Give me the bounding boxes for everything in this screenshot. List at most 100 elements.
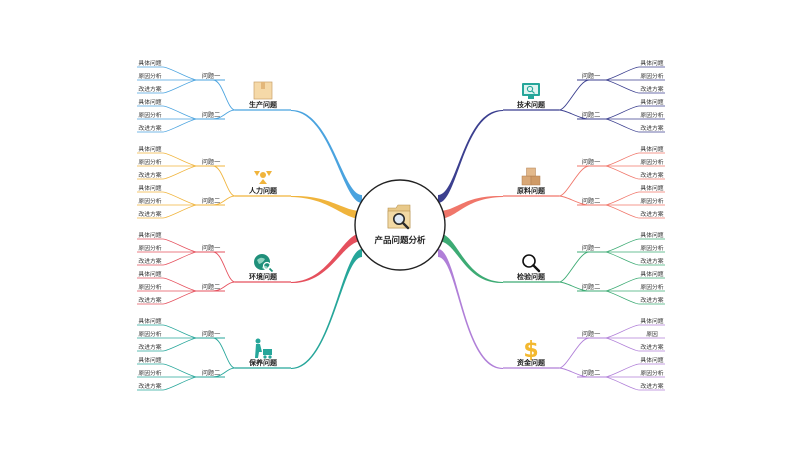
- leaf-node-production-1-1[interactable]: 具体问题: [138, 59, 161, 67]
- leaf-label: 原因分析: [640, 369, 663, 377]
- leaf-node-inspection-1-2[interactable]: 原因分析: [640, 244, 663, 252]
- sub-node-inspection-1[interactable]: 问题一: [582, 244, 601, 252]
- leaf-node-funding-1-1[interactable]: 具体问题: [640, 317, 663, 325]
- leaf-node-funding-2-2[interactable]: 原因分析: [640, 369, 663, 377]
- sub-label: 问题二: [582, 197, 601, 205]
- leaf-node-maintenance-2-3[interactable]: 改进方案: [138, 382, 161, 390]
- branch-node-material[interactable]: 原料问题: [517, 167, 546, 195]
- leaf-label: 改进方案: [640, 257, 663, 265]
- branch-node-inspection[interactable]: 检验问题: [517, 254, 546, 281]
- sub-node-material-1[interactable]: 问题一: [582, 158, 601, 166]
- leaf-node-maintenance-1-2[interactable]: 原因分析: [138, 330, 161, 338]
- sub-label: 问题一: [202, 158, 221, 166]
- sub-node-maintenance-1[interactable]: 问题一: [202, 330, 221, 338]
- leaf-node-technology-1-1[interactable]: 具体问题: [640, 59, 663, 67]
- leaf-label: 具体问题: [640, 145, 663, 153]
- sub-node-inspection-2[interactable]: 问题二: [582, 283, 601, 291]
- leaf-label: 具体问题: [640, 317, 663, 325]
- leaf-label: 原因分析: [138, 197, 161, 205]
- sub-node-material-2[interactable]: 问题二: [582, 197, 601, 205]
- sub-label: 问题二: [202, 111, 221, 119]
- sub-node-funding-2[interactable]: 问题二: [582, 369, 601, 377]
- leaf-node-maintenance-2-2[interactable]: 原因分析: [138, 369, 161, 377]
- leaf-node-production-2-3[interactable]: 改进方案: [138, 124, 161, 132]
- leaf-node-inspection-2-3[interactable]: 改进方案: [640, 296, 663, 304]
- leaf-node-maintenance-1-1[interactable]: 具体问题: [138, 317, 161, 325]
- branch-node-technology[interactable]: 技术问题: [517, 83, 546, 109]
- leaf-label: 具体问题: [640, 98, 663, 106]
- leaf-node-maintenance-1-3[interactable]: 改进方案: [138, 343, 161, 351]
- leaf-node-maintenance-2-1[interactable]: 具体问题: [138, 356, 161, 364]
- leaf-node-technology-2-3[interactable]: 改进方案: [640, 124, 663, 132]
- leaf-label: 具体问题: [640, 270, 663, 278]
- branch-node-manpower[interactable]: 人力问题: [249, 171, 278, 195]
- leaf-node-environment-1-2[interactable]: 原因分析: [138, 244, 161, 252]
- center-title: 产品问题分析: [374, 235, 426, 246]
- sub-node-production-2[interactable]: 问题二: [202, 111, 221, 119]
- leaf-node-material-2-1[interactable]: 具体问题: [640, 184, 663, 192]
- sub-node-environment-1[interactable]: 问题一: [202, 244, 221, 252]
- leaf-node-production-1-3[interactable]: 改进方案: [138, 85, 161, 93]
- leaf-node-inspection-1-1[interactable]: 具体问题: [640, 231, 663, 239]
- leaf-node-technology-2-2[interactable]: 原因分析: [640, 111, 663, 119]
- sub-label: 问题二: [202, 283, 221, 291]
- leaf-node-inspection-2-1[interactable]: 具体问题: [640, 270, 663, 278]
- leaf-node-funding-2-3[interactable]: 改进方案: [640, 382, 663, 390]
- leaf-node-production-2-2[interactable]: 原因分析: [138, 111, 161, 119]
- leaf-node-technology-2-1[interactable]: 具体问题: [640, 98, 663, 106]
- leaf-node-funding-1-2[interactable]: 原因: [646, 331, 658, 338]
- leaf-label: 原因: [646, 331, 658, 338]
- leaf-node-environment-1-3[interactable]: 改进方案: [138, 257, 161, 265]
- leaf-label: 原因分析: [640, 197, 663, 205]
- branch-title: 检验问题: [517, 272, 546, 281]
- center-node[interactable]: 产品问题分析: [354, 179, 446, 271]
- sub-label: 问题二: [582, 111, 601, 119]
- connector-inspection: [438, 233, 503, 284]
- leaf-node-material-2-3[interactable]: 改进方案: [640, 210, 663, 218]
- sub-node-technology-1[interactable]: 问题一: [582, 72, 601, 80]
- sub-node-maintenance-2[interactable]: 问题二: [202, 369, 221, 377]
- leaf-node-manpower-2-3[interactable]: 改进方案: [138, 210, 161, 218]
- leaf-node-material-1-3[interactable]: 改进方案: [640, 171, 663, 179]
- leaf-node-manpower-1-1[interactable]: 具体问题: [138, 145, 161, 153]
- box-icon: [253, 81, 273, 100]
- sub-node-environment-2[interactable]: 问题二: [202, 283, 221, 291]
- branch-node-production[interactable]: 生产问题: [249, 81, 278, 109]
- leaf-node-material-1-1[interactable]: 具体问题: [640, 145, 663, 153]
- leaf-label: 原因分析: [138, 283, 161, 291]
- dollar-icon: $: [523, 338, 538, 363]
- branch-node-maintenance[interactable]: 保养问题: [248, 338, 278, 368]
- leaf-node-funding-1-3[interactable]: 改进方案: [640, 343, 663, 351]
- leaf-label: 改进方案: [138, 296, 161, 304]
- leaf-node-material-1-2[interactable]: 原因分析: [640, 158, 663, 166]
- branch-node-environment[interactable]: 环境问题: [249, 254, 278, 281]
- leaf-node-technology-1-2[interactable]: 原因分析: [640, 72, 663, 80]
- leaf-label: 具体问题: [640, 59, 663, 67]
- connector-maintenance: [291, 249, 362, 370]
- leaf-node-manpower-2-1[interactable]: 具体问题: [138, 184, 161, 192]
- leaf-label: 改进方案: [640, 296, 663, 304]
- leaf-node-production-1-2[interactable]: 原因分析: [138, 72, 161, 80]
- leaf-label: 改进方案: [138, 85, 161, 93]
- leaf-label: 具体问题: [640, 356, 663, 364]
- leaf-node-environment-2-2[interactable]: 原因分析: [138, 283, 161, 291]
- leaf-node-inspection-2-2[interactable]: 原因分析: [640, 283, 663, 291]
- leaf-node-technology-1-3[interactable]: 改进方案: [640, 85, 663, 93]
- branch-node-funding[interactable]: $资金问题: [517, 338, 546, 367]
- leaf-node-manpower-1-3[interactable]: 改进方案: [138, 171, 161, 179]
- boxes-icon: [521, 167, 541, 186]
- leaf-node-material-2-2[interactable]: 原因分析: [640, 197, 663, 205]
- leaf-node-manpower-2-2[interactable]: 原因分析: [138, 197, 161, 205]
- leaf-node-environment-2-1[interactable]: 具体问题: [138, 270, 161, 278]
- sub-node-production-1[interactable]: 问题一: [202, 72, 221, 80]
- leaf-node-environment-2-3[interactable]: 改进方案: [138, 296, 161, 304]
- leaf-node-environment-1-1[interactable]: 具体问题: [138, 231, 161, 239]
- leaf-node-production-2-1[interactable]: 具体问题: [138, 98, 161, 106]
- sub-node-manpower-1[interactable]: 问题一: [202, 158, 221, 166]
- leaf-node-manpower-1-2[interactable]: 原因分析: [138, 158, 161, 166]
- sub-node-funding-1[interactable]: 问题一: [582, 330, 601, 338]
- leaf-node-inspection-1-3[interactable]: 改进方案: [640, 257, 663, 265]
- sub-node-technology-2[interactable]: 问题二: [582, 111, 601, 119]
- leaf-node-funding-2-1[interactable]: 具体问题: [640, 356, 663, 364]
- sub-node-manpower-2[interactable]: 问题二: [202, 197, 221, 205]
